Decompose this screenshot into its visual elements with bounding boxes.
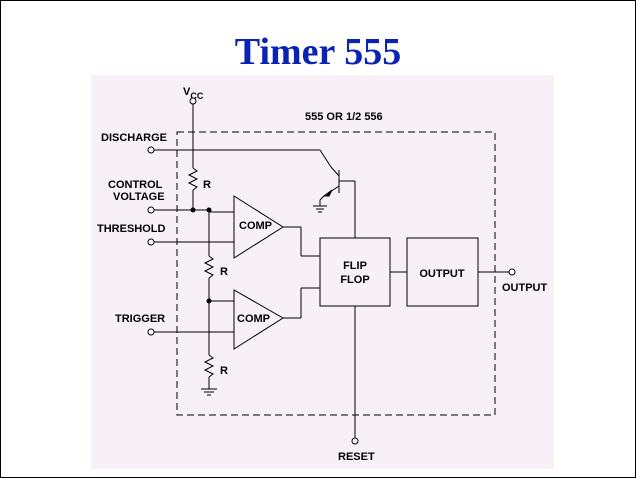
output-block-label: OUTPUT	[419, 268, 465, 280]
ground-bottom-icon	[201, 388, 217, 396]
vcc-label: VCC	[183, 86, 204, 101]
output-terminal	[508, 268, 516, 276]
control-voltage-terminal	[147, 206, 155, 214]
vcc-terminal	[189, 97, 197, 105]
resistor-divider	[187, 104, 215, 389]
chip-label: 555 OR 1/2 556	[305, 111, 383, 123]
flip-flop-label-2: FLOP	[340, 274, 369, 286]
resistor-bottom	[203, 354, 215, 378]
resistor-middle	[203, 255, 215, 279]
comparator-upper	[233, 195, 284, 259]
reset-pin-label: RESET	[338, 451, 375, 463]
flip-flop-block	[319, 237, 391, 307]
discharge-terminal	[147, 146, 155, 154]
chip-boundary	[176, 131, 496, 416]
control-pin-label-2: VOLTAGE	[113, 191, 165, 203]
resistor-top-label: R	[203, 179, 211, 191]
trigger-pin-label: TRIGGER	[115, 313, 165, 325]
threshold-terminal	[147, 238, 155, 246]
control-pin-label-1: CONTROL	[108, 179, 163, 191]
comparator-lower-label: COMP	[237, 313, 270, 325]
slide-title: Timer 555	[234, 31, 402, 73]
discharge-pin-label: DISCHARGE	[101, 132, 167, 144]
comparator-upper-label: COMP	[239, 220, 272, 232]
threshold-pin-label: THRESHOLD	[97, 223, 166, 235]
ground-transistor-icon	[313, 205, 327, 213]
reset-terminal	[351, 437, 359, 445]
junction-dot	[206, 207, 212, 213]
flip-flop-label-1: FLIP	[343, 260, 367, 272]
output-pin-label: OUTPUT	[502, 282, 548, 294]
resistor-bottom-label: R	[220, 365, 228, 377]
trigger-terminal	[147, 328, 155, 336]
discharge-transistor	[319, 166, 356, 238]
diagram-panel	[91, 75, 554, 469]
resistor-middle-label: R	[220, 266, 228, 278]
comparator-lower	[233, 289, 284, 350]
resistor-top	[187, 167, 199, 191]
